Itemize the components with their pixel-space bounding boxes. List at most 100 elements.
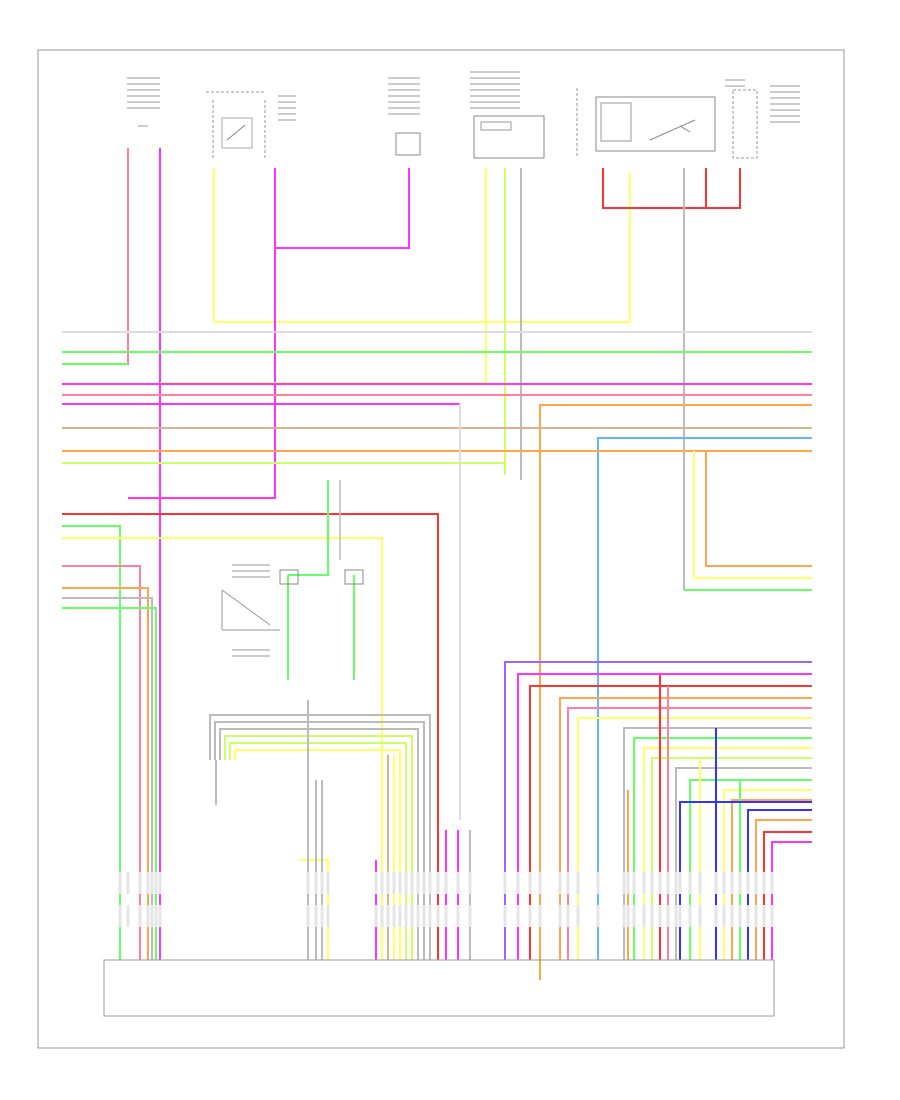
connector-pin [118,872,122,894]
connector-pin [770,872,774,894]
connector-pin [596,905,600,927]
lower-bundle [209,404,471,960]
connector-pin [503,872,507,894]
connector-pin [404,905,408,927]
connector-pin [158,872,162,894]
connector-pin [146,905,150,927]
connector-pin [410,905,414,927]
connector-pin [714,872,718,894]
connector-pin [650,872,654,894]
connector-pin [666,872,670,894]
component-sensor-2 [470,71,545,159]
connector-pin [754,872,758,894]
connector-pin [314,905,318,927]
diagram-border [37,49,845,1049]
connector-pin [380,905,384,927]
connector-pin [150,905,154,927]
connector-pin [392,905,396,927]
connector-pin [722,905,726,927]
horizontal-bus [62,331,812,980]
connector-pin [722,872,726,894]
connector-pin [762,872,766,894]
connector-pin [558,872,562,894]
center-sensor-group [221,480,364,680]
connector-pin [436,872,440,894]
connector-pin [632,872,636,894]
connector-pin [528,905,532,927]
connector-pin [436,905,440,927]
connector-pin [398,905,402,927]
connector-pin [468,872,472,894]
connector-pin [320,905,324,927]
connector-pin [674,905,678,927]
connector-pin [428,872,432,894]
connector-pin [626,905,630,927]
connector-pin [386,905,390,927]
connector-pin [326,872,330,894]
connector-pin [118,905,122,927]
top-vertical-wires [127,148,741,960]
connector-pin [678,905,682,927]
connector-pin [626,872,630,894]
connector-pins [118,872,774,927]
connector-pin [698,872,702,894]
connector-pin [386,872,390,894]
connector-pin [444,872,448,894]
connector-pin [538,872,542,894]
connector-pin [138,905,142,927]
connector-pin [468,905,472,927]
connector-pin [730,905,734,927]
connector-pin [566,872,570,894]
connector-pin [422,905,426,927]
connector-pin [154,905,158,927]
connector-pin [528,872,532,894]
connector-pin [738,905,742,927]
connector-pin [622,905,626,927]
connector-pin [698,905,702,927]
connector-pin [398,872,402,894]
connector-pin [762,905,766,927]
connector-pin [746,905,750,927]
connector-pin [746,872,750,894]
connector-pin [688,872,692,894]
connector-pin [326,905,330,927]
connector-pin [642,872,646,894]
connector-pin [422,872,426,894]
connector-pin [154,872,158,894]
main-control-module [103,959,775,1017]
connector-pin [770,905,774,927]
connector-pin [596,872,600,894]
connector-pin [146,872,150,894]
connector-pin [650,905,654,927]
connector-pin [516,872,520,894]
connector-pin [320,872,324,894]
connector-pin [678,872,682,894]
connector-pin [558,905,562,927]
connector-pin [674,872,678,894]
connector-pin [392,872,396,894]
connector-pin [126,905,130,927]
connector-pin [658,872,662,894]
component-relay-box [576,79,800,159]
component-top-left [127,77,160,127]
connector-pin [516,905,520,927]
connector-pin [566,905,570,927]
connector-pin [150,872,154,894]
connector-pin [410,872,414,894]
connector-pin [632,905,636,927]
connector-pin [374,905,378,927]
connector-pin [380,872,384,894]
connector-pin [503,905,507,927]
connector-pin [666,905,670,927]
connector-pin [456,905,460,927]
connector-pin [416,905,420,927]
connector-pin [138,872,142,894]
connector-pin [730,872,734,894]
connector-pin [404,872,408,894]
connector-pin [314,872,318,894]
connector-pin [126,872,130,894]
connector-pin [576,905,580,927]
connector-pin [658,905,662,927]
connector-pin [714,905,718,927]
